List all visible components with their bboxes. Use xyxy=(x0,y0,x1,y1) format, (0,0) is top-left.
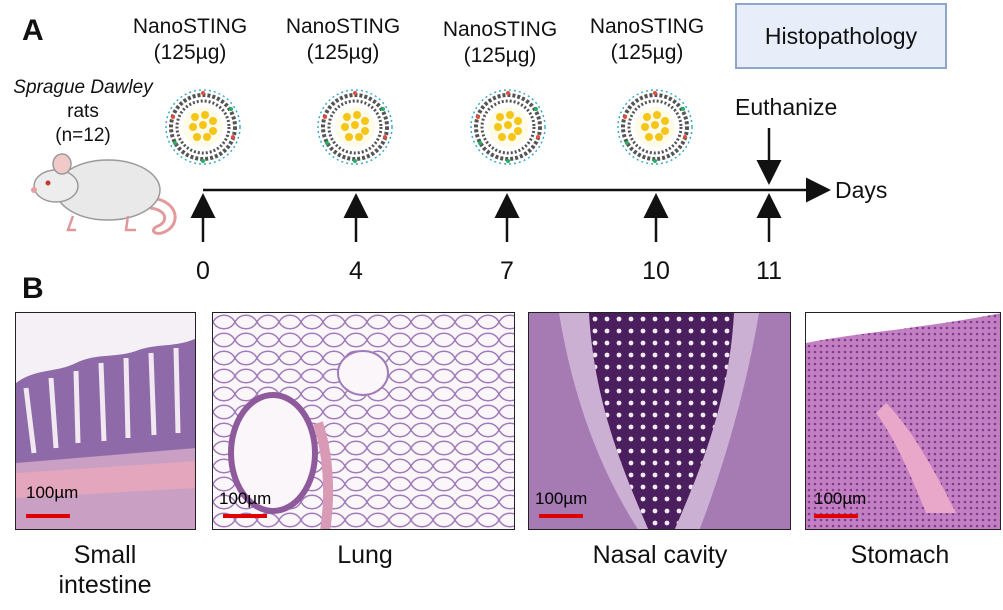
dose-label-4: NanoSTING (125µg) xyxy=(572,14,722,66)
scale-bar xyxy=(26,514,70,518)
tissue-label-stomach: Stomach xyxy=(850,541,950,569)
day-label: 11 xyxy=(756,257,782,285)
euthanize-label: Euthanize xyxy=(735,94,838,120)
scale-label: 100µm xyxy=(535,489,588,508)
scale-label: 100µm xyxy=(814,489,867,508)
dose-amount: (125µg) xyxy=(153,41,227,64)
tissue-label-lung: Lung xyxy=(337,541,393,569)
rat-illustration xyxy=(31,153,177,235)
tissue-label-nasal-cavity: Nasal cavity xyxy=(592,541,728,569)
dose-name: NanoSTING xyxy=(285,15,401,38)
rat-count: (n=12) xyxy=(55,125,111,146)
scale-bar xyxy=(814,514,858,518)
dose-label-1: NanoSTING (125µg) xyxy=(115,14,265,66)
lung-micrograph: 100µm xyxy=(212,312,515,530)
rat-strain: Sprague Dawley xyxy=(13,77,153,98)
scale-label: 100µm xyxy=(219,489,272,508)
dose-name: NanoSTING xyxy=(589,15,705,38)
nasal-cavity-micrograph: 100µm xyxy=(528,312,791,530)
panel-a-letter: A xyxy=(22,14,44,47)
scale-bar xyxy=(539,514,583,518)
stomach-micrograph: 100µm xyxy=(805,312,1001,530)
histopathology-label: Histopathology xyxy=(764,22,918,49)
histopathology-box: Histopathology xyxy=(735,3,947,69)
rat-label: Sprague Dawley rats (n=12) xyxy=(0,76,168,148)
dose-amount: (125µg) xyxy=(463,44,537,67)
tissue-name: intestine xyxy=(58,571,152,599)
dose-amount: (125µg) xyxy=(306,41,380,64)
day-label: 7 xyxy=(500,257,514,285)
dose-amount: (125µg) xyxy=(610,41,684,64)
tissue-name: Small xyxy=(73,541,137,569)
scale-bar xyxy=(223,514,267,518)
small-intestine-micrograph: 100µm xyxy=(15,312,196,530)
day-label: 0 xyxy=(196,257,210,285)
axis-label-days: Days xyxy=(835,177,888,203)
scale-label: 100µm xyxy=(26,483,79,502)
day-label: 4 xyxy=(349,257,363,285)
timeline xyxy=(190,128,831,242)
dose-label-3: NanoSTING (125µg) xyxy=(425,17,575,69)
day-label: 10 xyxy=(642,257,670,285)
dose-name: NanoSTING xyxy=(132,15,248,38)
rat-species: rats xyxy=(67,101,99,122)
dose-label-2: NanoSTING (125µg) xyxy=(268,14,418,66)
tissue-label-small-intestine: Small intestine xyxy=(25,540,185,600)
dose-name: NanoSTING xyxy=(442,18,558,41)
panel-b-letter: B xyxy=(22,272,44,305)
